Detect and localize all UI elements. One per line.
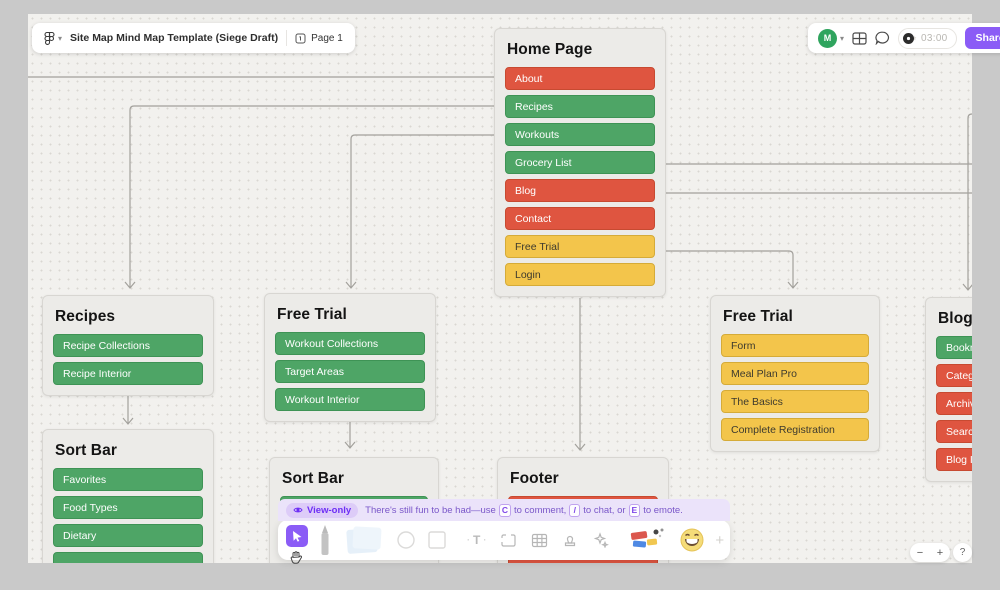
figma-logo-icon[interactable]: ▾ xyxy=(44,31,62,46)
node-search[interactable]: Search xyxy=(936,420,972,443)
sparkle-tool-icon xyxy=(594,532,610,548)
zoom-out-button[interactable]: − xyxy=(916,546,924,559)
node-food-types[interactable]: Food Types xyxy=(53,496,203,519)
card-title: Blog xyxy=(938,310,972,327)
zoom-in-button[interactable]: + xyxy=(936,546,944,559)
card-title: Home Page xyxy=(507,41,593,58)
node-workouts[interactable]: Workouts xyxy=(505,123,655,146)
key-e: E xyxy=(628,503,641,517)
hand-tool[interactable] xyxy=(286,549,306,565)
emote-icon[interactable] xyxy=(679,527,705,553)
node-the-basics[interactable]: The Basics xyxy=(721,390,869,413)
disabled-draw-tools xyxy=(318,524,447,556)
cursor-icon xyxy=(292,531,301,542)
eye-icon xyxy=(293,507,303,513)
shape-square-icon xyxy=(428,531,446,549)
user-toolbar: M ▾ 03:00 Share xyxy=(808,23,1000,53)
divider xyxy=(286,30,288,46)
node-grocery-list[interactable]: Grocery List xyxy=(505,151,655,174)
timer-value: 03:00 xyxy=(921,32,948,44)
section-tool-icon xyxy=(501,533,516,547)
card-free-trial-mid[interactable]: Free Trial Workout Collections Target Ar… xyxy=(264,293,436,422)
text-tool-icon: ·T· xyxy=(467,533,487,547)
zoom-controls: − + xyxy=(910,543,950,562)
figjam-toolbar: ·T· + xyxy=(278,520,730,564)
page-icon xyxy=(295,33,306,43)
node-contact[interactable]: Contact xyxy=(505,207,655,230)
share-button[interactable]: Share xyxy=(964,27,1000,49)
table-tool-icon xyxy=(532,533,548,547)
view-only-badge: View-only xyxy=(286,502,359,518)
node-sortbar-extra[interactable] xyxy=(53,552,203,563)
key-c: C xyxy=(498,503,511,517)
key-slash: / xyxy=(569,503,581,517)
node-recipe-interior[interactable]: Recipe Interior xyxy=(53,362,203,385)
help-button[interactable]: ? xyxy=(953,543,972,562)
node-form[interactable]: Form xyxy=(721,334,869,357)
node-recipes[interactable]: Recipes xyxy=(505,95,655,118)
minimap-icon[interactable] xyxy=(852,31,867,45)
card-recipes[interactable]: Recipes Recipe Collections Recipe Interi… xyxy=(42,295,214,396)
node-free-trial[interactable]: Free Trial xyxy=(505,235,655,258)
file-title: Site Map Mind Map Template (Siege Draft) xyxy=(70,32,279,44)
account-menu[interactable]: M ▾ xyxy=(818,28,845,48)
card-home-page[interactable]: Home Page About Recipes Workouts Grocery… xyxy=(494,28,666,297)
file-toolbar: ▾ Site Map Mind Map Template (Siege Draf… xyxy=(32,23,355,53)
select-tool[interactable] xyxy=(286,525,308,547)
add-tool-icon: + xyxy=(715,531,725,549)
card-title: Free Trial xyxy=(723,308,793,325)
card-title: Footer xyxy=(510,470,559,487)
node-about[interactable]: About xyxy=(505,67,655,90)
page-label: Page 1 xyxy=(311,32,343,44)
comment-icon[interactable] xyxy=(875,31,890,45)
hand-icon xyxy=(290,550,302,564)
card-blog[interactable]: Blog Bookma Catego Archive Search Blog I… xyxy=(925,297,972,482)
node-target-areas[interactable]: Target Areas xyxy=(275,360,425,383)
node-workout-interior[interactable]: Workout Interior xyxy=(275,388,425,411)
disabled-object-tools: ·T· xyxy=(467,532,610,548)
sticky-stack-icon xyxy=(346,526,382,554)
node-dietary[interactable]: Dietary xyxy=(53,524,203,547)
figjam-canvas[interactable]: Home Page About Recipes Workouts Grocery… xyxy=(28,14,972,563)
banner-message: There's still fun to be had—use C to com… xyxy=(365,503,683,517)
card-title: Sort Bar xyxy=(282,470,344,487)
stamp-tool-icon xyxy=(565,535,576,546)
chevron-down-icon: ▾ xyxy=(840,33,845,43)
node-workout-collections[interactable]: Workout Collections xyxy=(275,332,425,355)
stickers-icon[interactable] xyxy=(629,526,669,554)
chevron-down-icon: ▾ xyxy=(58,33,63,43)
timer-disc-icon xyxy=(903,32,917,44)
node-favorites[interactable]: Favorites xyxy=(53,468,203,491)
page-selector[interactable]: Page 1 xyxy=(295,33,343,44)
music-timer-widget[interactable]: 03:00 xyxy=(898,27,957,49)
node-archive[interactable]: Archive xyxy=(936,392,972,415)
node-login[interactable]: Login xyxy=(505,263,655,286)
card-title: Free Trial xyxy=(277,306,347,323)
node-recipe-collections[interactable]: Recipe Collections xyxy=(53,334,203,357)
node-bookmarks[interactable]: Bookma xyxy=(936,336,972,359)
connector-lines xyxy=(28,76,972,451)
node-categories[interactable]: Catego xyxy=(936,364,972,387)
node-blog[interactable]: Blog xyxy=(505,179,655,202)
avatar: M xyxy=(818,28,837,48)
node-complete-registration[interactable]: Complete Registration xyxy=(721,418,869,441)
fun-tools: + xyxy=(629,526,724,554)
view-only-banner: View-only There's still fun to be had—us… xyxy=(278,499,730,521)
card-title: Sort Bar xyxy=(55,442,117,459)
node-meal-plan-pro[interactable]: Meal Plan Pro xyxy=(721,362,869,385)
card-free-trial-right[interactable]: Free Trial Form Meal Plan Pro The Basics… xyxy=(710,295,880,452)
marker-icon xyxy=(321,525,329,555)
node-blog-interior[interactable]: Blog Int xyxy=(936,448,972,471)
shape-circle-icon xyxy=(397,531,415,549)
card-sort-bar-1[interactable]: Sort Bar Favorites Food Types Dietary xyxy=(42,429,214,563)
card-title: Recipes xyxy=(55,308,116,325)
